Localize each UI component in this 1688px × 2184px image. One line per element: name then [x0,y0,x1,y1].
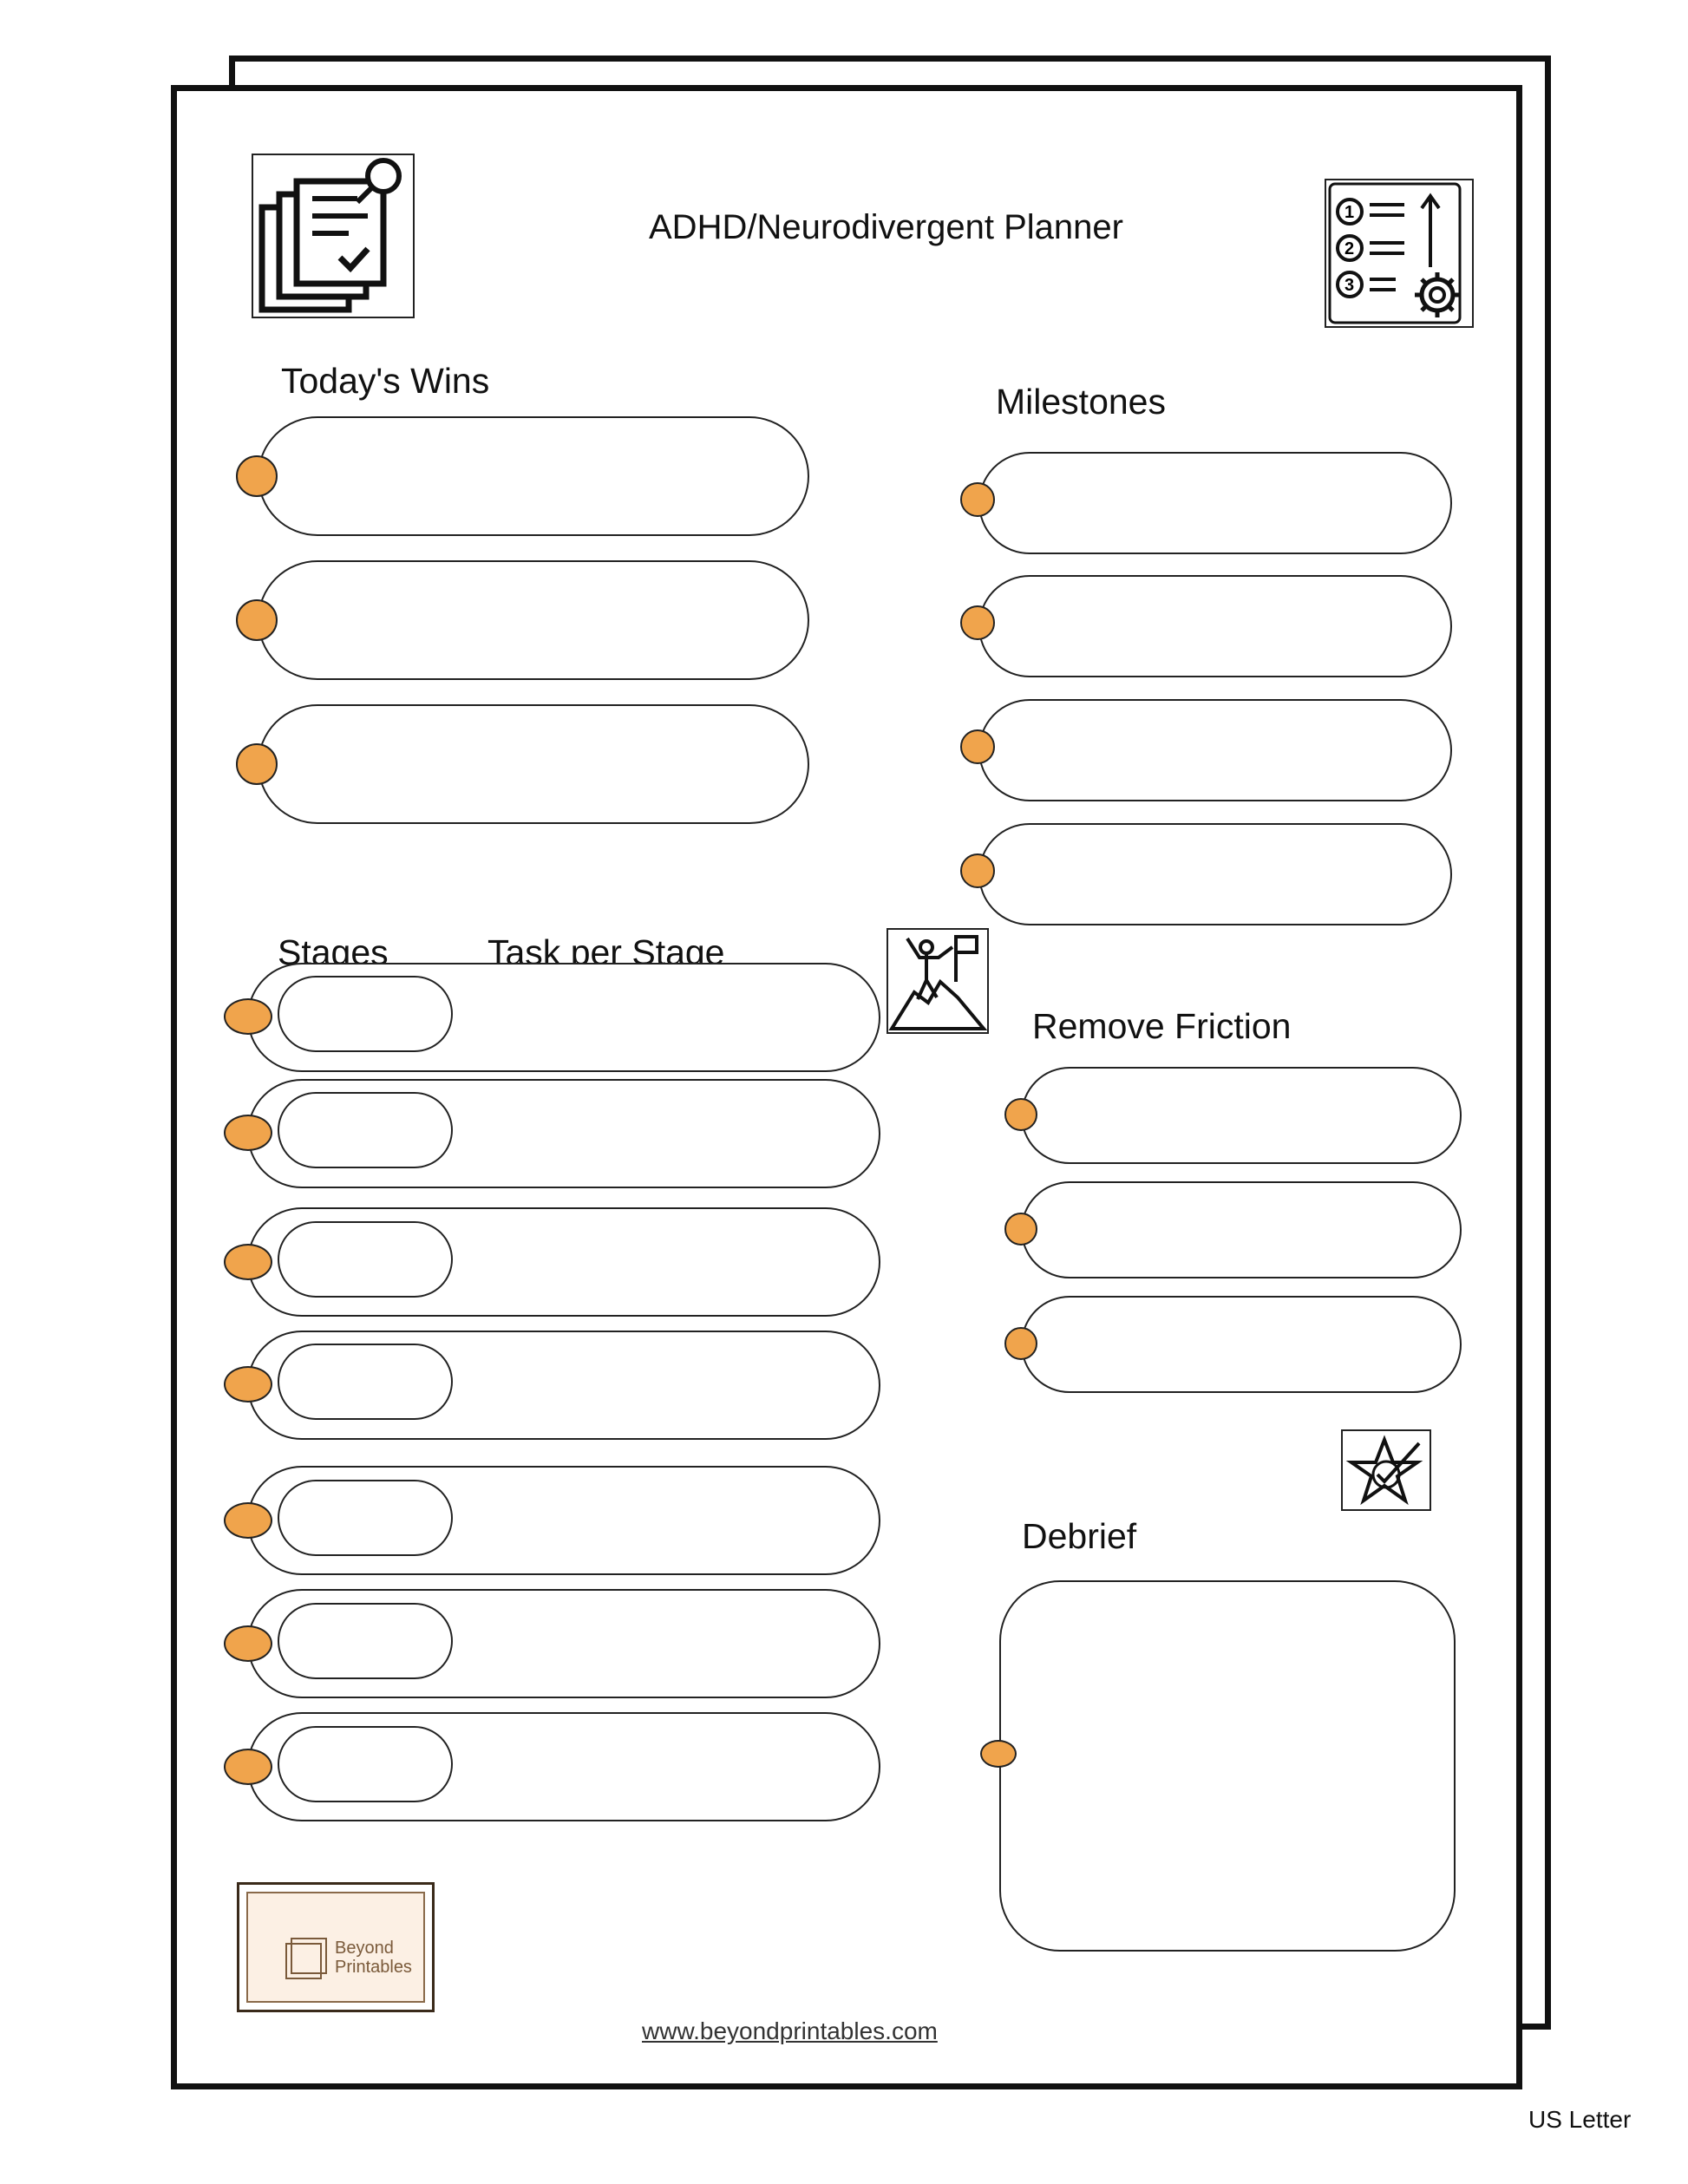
milestone-box-4[interactable] [978,823,1452,925]
numbered-list-gear-icon: 1 2 3 [1325,179,1474,328]
logo-wordmark: Beyond Printables [335,1939,412,1977]
stage-field-5[interactable] [278,1480,453,1556]
stage-field-6[interactable] [278,1603,453,1679]
stage-bullet-7 [224,1749,272,1785]
debrief-box[interactable] [999,1580,1456,1952]
milestone-bullet-4 [960,853,995,888]
remove-friction-bullet-2 [1004,1213,1037,1246]
stage-field-2[interactable] [278,1092,453,1168]
stage-bullet-4 [224,1366,272,1403]
milestones-heading: Milestones [996,382,1166,422]
todays-wins-box-2[interactable] [258,560,809,680]
page-title: ADHD/Neurodivergent Planner [649,208,1123,246]
stage-field-3[interactable] [278,1221,453,1298]
stage-bullet-2 [224,1115,272,1151]
todays-wins-bullet-3 [236,743,278,785]
milestone-box-3[interactable] [978,699,1452,801]
stage-bullet-1 [224,998,272,1035]
todays-wins-bullet-2 [236,599,278,641]
stage-field-7[interactable] [278,1726,453,1802]
todays-wins-box-3[interactable] [258,704,809,824]
remove-friction-box-3[interactable] [1021,1296,1462,1393]
page-size-label: US Letter [1528,2106,1632,2133]
logo-line-2: Printables [335,1958,412,1977]
svg-text:2: 2 [1345,239,1354,258]
star-check-icon [1341,1429,1431,1511]
stage-field-4[interactable] [278,1344,453,1420]
remove-friction-heading: Remove Friction [1032,1006,1292,1046]
stage-field-1[interactable] [278,976,453,1052]
remove-friction-bullet-1 [1004,1098,1037,1131]
logo-panel: Beyond Printables [246,1892,425,2003]
todays-wins-box-1[interactable] [258,416,809,536]
debrief-bullet [980,1740,1017,1768]
milestone-bullet-1 [960,482,995,517]
stage-bullet-5 [224,1502,272,1539]
svg-text:1: 1 [1345,203,1354,222]
remove-friction-box-1[interactable] [1021,1067,1462,1164]
beyond-printables-logo: Beyond Printables [237,1882,435,2012]
milestone-box-1[interactable] [978,452,1452,554]
svg-text:3: 3 [1345,276,1354,295]
remove-friction-bullet-3 [1004,1327,1037,1360]
stage-bullet-3 [224,1244,272,1280]
milestone-box-2[interactable] [978,575,1452,677]
stage-bullet-6 [224,1625,272,1662]
mountain-climber-flag-icon [887,928,989,1034]
debrief-heading: Debrief [1022,1516,1137,1556]
website-link[interactable]: www.beyondprintables.com [642,2017,938,2044]
milestone-bullet-2 [960,605,995,640]
logo-line-1: Beyond [335,1939,394,1958]
todays-wins-heading: Today's Wins [281,361,490,401]
remove-friction-box-2[interactable] [1021,1181,1462,1278]
stacked-pages-icon [285,1938,327,1979]
todays-wins-bullet-1 [236,455,278,497]
clipboard-pin-icon [252,154,415,318]
milestone-bullet-3 [960,729,995,764]
